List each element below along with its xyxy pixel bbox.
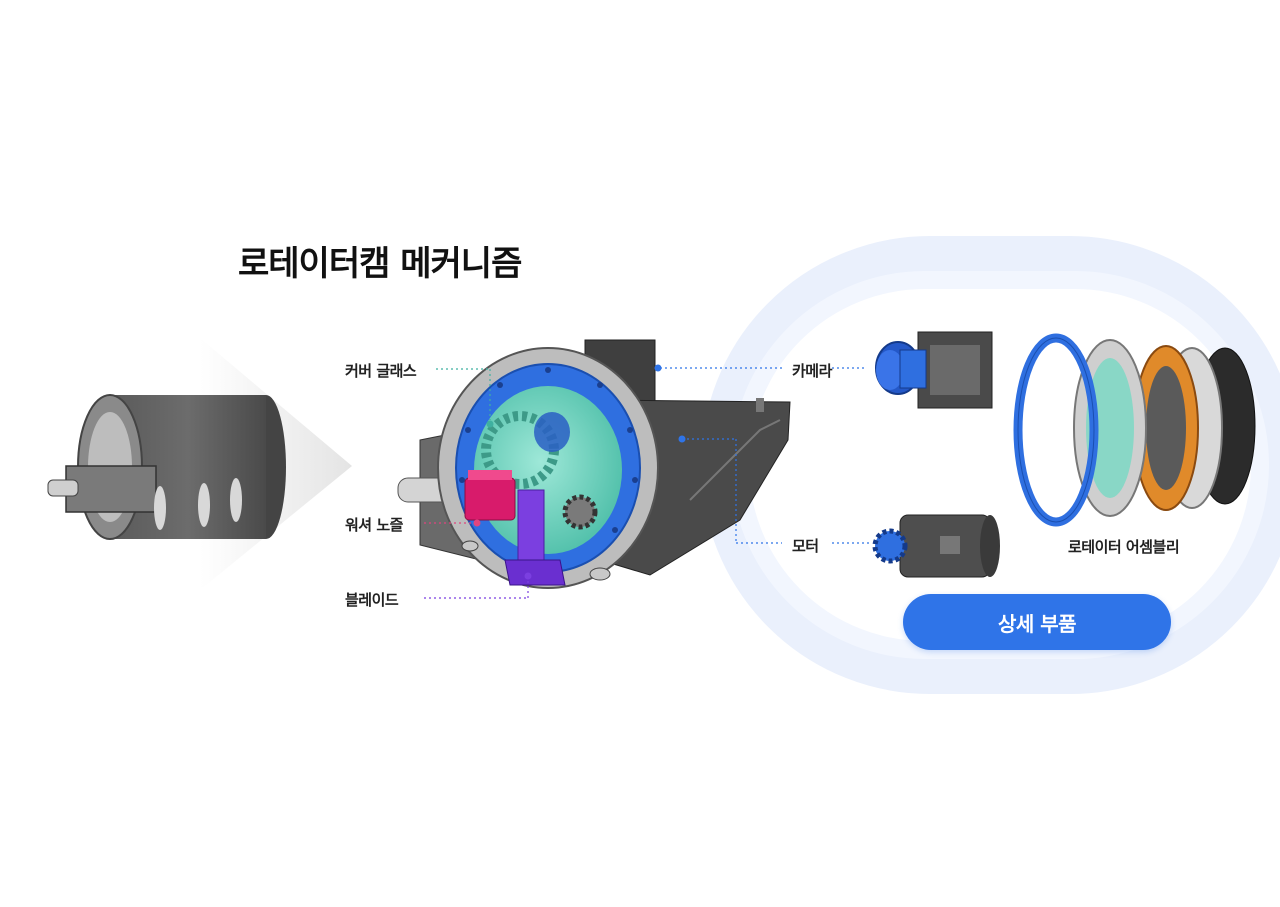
housing-closed <box>47 394 286 540</box>
detail-parts-button[interactable]: 상세 부품 <box>903 594 1171 650</box>
mechanism-cutaway <box>397 339 791 589</box>
label-washer-nozzle: 워셔 노즐 <box>345 516 403 534</box>
label-motor: 모터 <box>792 537 819 555</box>
label-rotator-assembly: 로테이터 어셈블리 <box>1068 538 1180 556</box>
label-blade: 블레이드 <box>345 591 399 609</box>
rotator-assembly-part <box>1013 333 1256 527</box>
camera-part <box>875 331 993 409</box>
label-camera: 카메라 <box>792 362 832 380</box>
label-cover-glass: 커버 글래스 <box>345 362 417 380</box>
motor-part <box>872 514 1000 578</box>
leader-lines <box>424 367 872 599</box>
leader-dots <box>473 364 686 580</box>
page-title: 로테이터캠 메커니즘 <box>238 244 522 284</box>
